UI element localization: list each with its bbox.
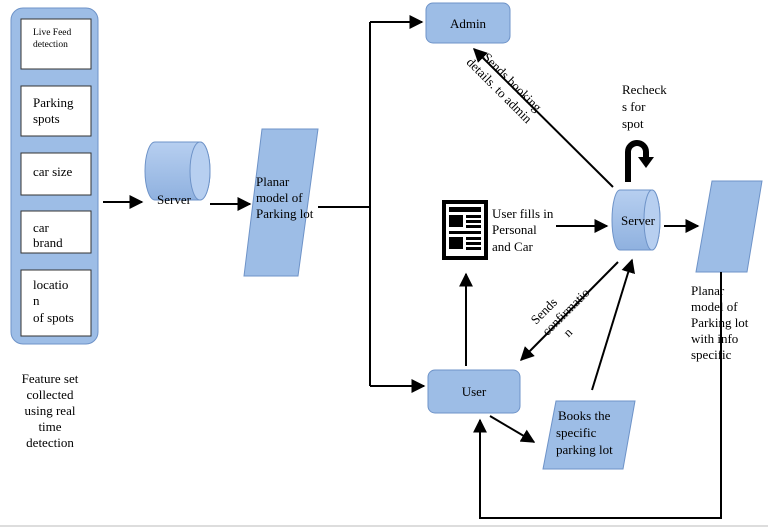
rechecks-line1: Recheck (622, 82, 667, 97)
feature-live-feed-line2: detection (33, 40, 68, 50)
rechecks-text: Recheck s for spot (622, 82, 667, 131)
feature-item-car-size (20, 152, 92, 196)
feature-item-car-brand (20, 210, 92, 254)
planar-right-caption: Planar model of Parking lot with info sp… (691, 283, 749, 362)
user-label: User (462, 384, 487, 399)
feature-live-feed-line1: Live Feed (33, 28, 72, 38)
sends-booking-label: Sends booking details. to admin (464, 50, 546, 127)
planar-right-line5: specific (691, 347, 732, 362)
user-fills-line2: Personal (492, 222, 537, 237)
feature-item-live-feed (20, 18, 92, 70)
books-line1: Books the (558, 408, 611, 423)
arrow-books-to-server (591, 258, 635, 391)
feature-car-brand-line2: brand (33, 235, 63, 250)
caption-line5: detection (26, 435, 74, 450)
planar-right-line1: Planar (691, 283, 725, 298)
planar-right-line3: Parking lot (691, 315, 749, 330)
admin-box: Admin (425, 2, 511, 44)
books-parking-lot: Books the specific parking lot (542, 400, 636, 470)
feature-set-caption: Feature set collected using real time de… (22, 371, 79, 450)
sends-confirmation-line3: n (560, 324, 576, 340)
server-right-label: Server (621, 213, 656, 228)
arrow-server-to-admin (473, 48, 614, 188)
connectors (103, 15, 722, 519)
planar-left-line1: Planar (256, 174, 290, 189)
rechecks-line2: s for (622, 99, 646, 114)
planar-right-line2: model of (691, 299, 738, 314)
caption-line4: time (38, 419, 61, 434)
feature-car-size: car size (33, 164, 73, 179)
user-fills-line1: User fills in (492, 206, 554, 221)
rechecks-line3: spot (622, 116, 644, 131)
arrow-user-to-books (489, 415, 536, 443)
feature-parking-line1: Parking (33, 95, 74, 110)
arrow-planar-right-loop-to-user (473, 272, 722, 519)
feature-set-panel: Live Feed detection Parking spots car si… (10, 7, 99, 345)
sends-confirmation-label: Sends confirmatio n (528, 285, 593, 340)
planar-model-left: Planar model of Parking lot (243, 128, 319, 277)
u-turn-arrow-icon (625, 140, 654, 182)
planar-model-right (695, 180, 763, 273)
user-box: User (427, 369, 521, 414)
feature-car-brand-line1: car (33, 220, 50, 235)
books-line3: parking lot (556, 442, 613, 457)
books-line2: specific (556, 425, 597, 440)
user-fills-line3: and Car (492, 239, 533, 254)
server-left-label: Server (157, 192, 192, 207)
feature-item-parking-spots (20, 85, 92, 137)
feature-location-line2: n (33, 293, 40, 308)
server-right-cylinder: Server (611, 189, 661, 251)
planar-left-line3: Parking lot (256, 206, 314, 221)
feature-item-location (20, 269, 92, 337)
caption-line3: using real (25, 403, 76, 418)
feature-location-line3: of spots (33, 310, 74, 325)
caption-line1: Feature set (22, 371, 79, 386)
planar-left-line2: model of (256, 190, 303, 205)
admin-label: Admin (450, 16, 487, 31)
planar-right-line4: with info (691, 331, 738, 346)
server-left-cylinder: Server (144, 141, 211, 207)
user-fills-text: User fills in Personal and Car (492, 206, 554, 254)
feature-parking-line2: spots (33, 111, 60, 126)
caption-line2: collected (27, 387, 74, 402)
document-icon (442, 200, 488, 260)
arrow-server-to-user-confirmation (520, 261, 619, 361)
feature-location-line1: locatio (33, 277, 68, 292)
